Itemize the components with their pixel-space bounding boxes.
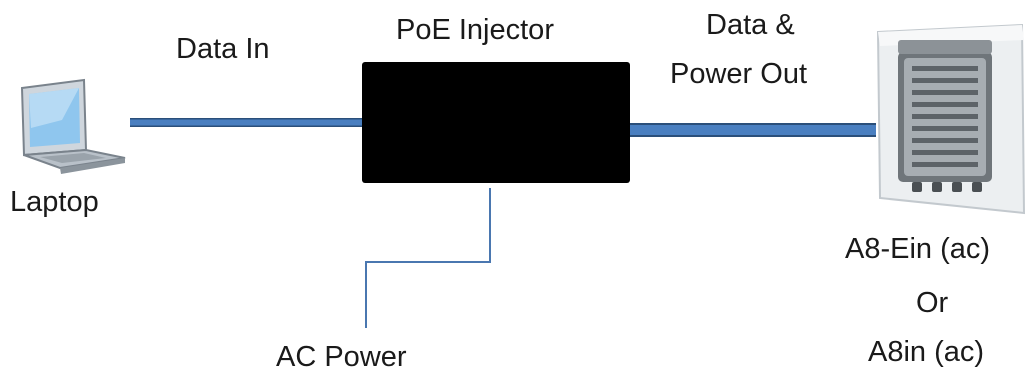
data-in-label: Data In bbox=[176, 33, 270, 65]
device-label-line3: A8in (ac) bbox=[868, 336, 985, 368]
ac-power-wire bbox=[365, 188, 491, 328]
data-in-cable bbox=[130, 118, 370, 127]
ac-power-label: AC Power bbox=[276, 341, 407, 373]
data-power-out-cable bbox=[628, 123, 876, 137]
poe-injector-label: PoE Injector bbox=[396, 14, 554, 46]
access-point-device-icon bbox=[876, 23, 1026, 215]
data-power-out-label-line2: Power Out bbox=[670, 58, 807, 90]
device-label-line2: Or bbox=[916, 287, 949, 319]
device-label-line1: A8-Ein (ac) bbox=[845, 233, 991, 265]
laptop-icon bbox=[20, 78, 126, 174]
poe-injector-box bbox=[362, 62, 630, 183]
laptop-label: Laptop bbox=[10, 186, 99, 218]
data-power-out-label-line1: Data & bbox=[706, 9, 795, 41]
